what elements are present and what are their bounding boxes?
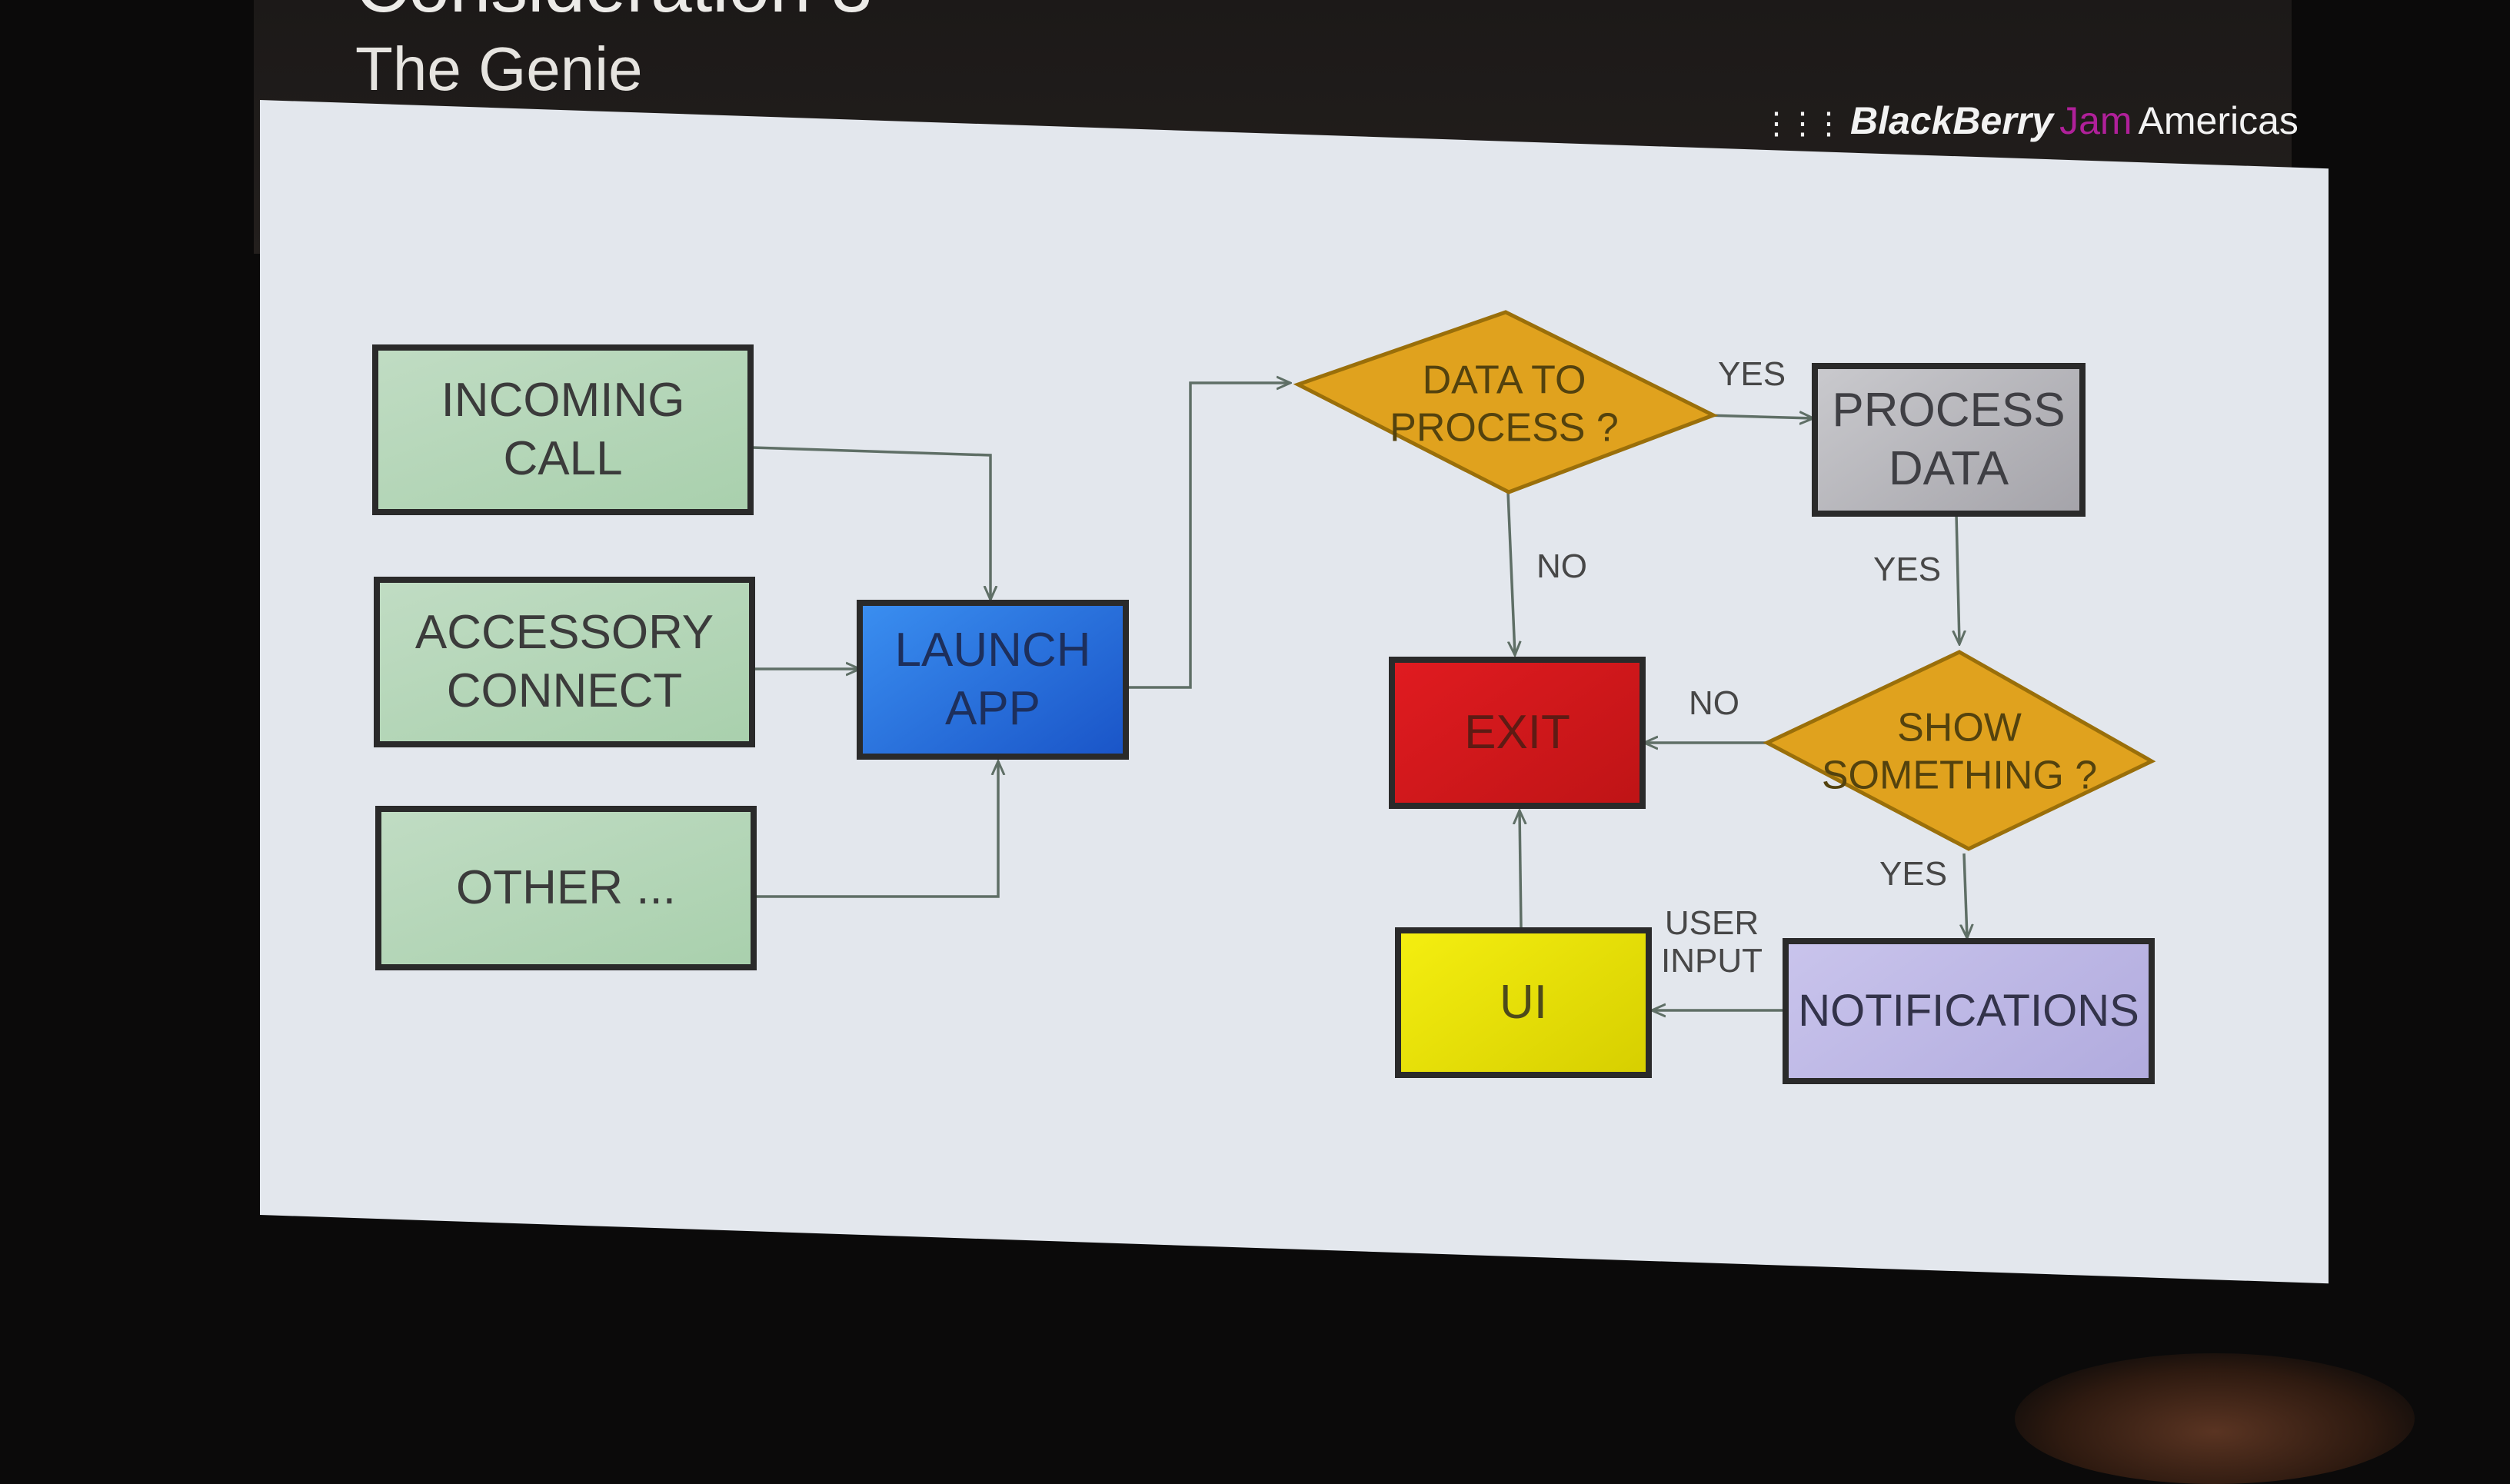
brand-name: BlackBerry <box>1850 99 2054 142</box>
slide-subtitle: The Genie <box>355 35 643 103</box>
edge-show-yes-to-notifications <box>1964 853 1967 938</box>
node-launch-app: LAUNCH APP <box>857 600 1129 760</box>
edge-ui-to-exit <box>1520 810 1521 930</box>
brand-region: Americas <box>2138 99 2299 142</box>
blackberry-icon: ⋮⋮⋮ <box>1761 107 1844 141</box>
edge-process-yes-to-show <box>1956 513 1959 644</box>
edge-label-show-no: NO <box>1689 684 1739 722</box>
node-exit: EXIT <box>1389 657 1646 809</box>
slide-title: Consideration 3 <box>355 0 872 29</box>
node-exit-label: EXIT <box>1464 706 1570 760</box>
edge-incoming-to-launch <box>751 446 990 600</box>
node-process-data-label: PROCESS DATA <box>1832 384 2066 495</box>
edge-label-process-yes: YES <box>1873 551 1942 588</box>
brand-jam: Jam <box>2059 99 2132 142</box>
node-launch-app-label: LAUNCH APP <box>894 624 1091 735</box>
edge-label-show-yes: YES <box>1879 855 1948 893</box>
node-ui: UI <box>1395 927 1652 1078</box>
node-ui-label: UI <box>1500 976 1547 1030</box>
edge-label-user-input: USER INPUT <box>1661 904 1763 980</box>
decision-show-something-shape <box>1763 650 2156 851</box>
node-incoming-call-label: INCOMING CALL <box>441 374 685 485</box>
edge-label-data-no: NO <box>1536 547 1587 585</box>
edge-label-data-yes: YES <box>1718 355 1786 393</box>
node-accessory-connect-label: ACCESSORY CONNECT <box>414 606 714 717</box>
node-other: OTHER ... <box>375 806 757 970</box>
edge-decision-yes-to-process <box>1705 415 1813 418</box>
edge-decision-no-to-exit <box>1506 491 1515 655</box>
audience-head <box>2015 1353 2415 1484</box>
node-notifications: NOTIFICATIONS <box>1783 938 2155 1084</box>
flowchart-connectors <box>751 310 2156 1215</box>
node-accessory-connect: ACCESSORY CONNECT <box>374 577 755 747</box>
decision-data-to-process-shape <box>1293 310 1719 494</box>
node-other-label: OTHER ... <box>456 861 676 915</box>
edge-launch-to-decision <box>1127 383 1290 689</box>
decision-show-something-label: SHOW SOMETHING ? <box>1821 705 2098 798</box>
node-incoming-call: INCOMING CALL <box>372 344 754 515</box>
edge-other-to-launch <box>752 761 998 898</box>
flowchart: INCOMING CALL ACCESSORY CONNECT OTHER ..… <box>260 100 2329 1215</box>
decision-data-to-process-label: DATA TO PROCESS ? <box>1390 358 1619 451</box>
node-process-data: PROCESS DATA <box>1812 363 2086 517</box>
node-notifications-label: NOTIFICATIONS <box>1798 985 2139 1036</box>
